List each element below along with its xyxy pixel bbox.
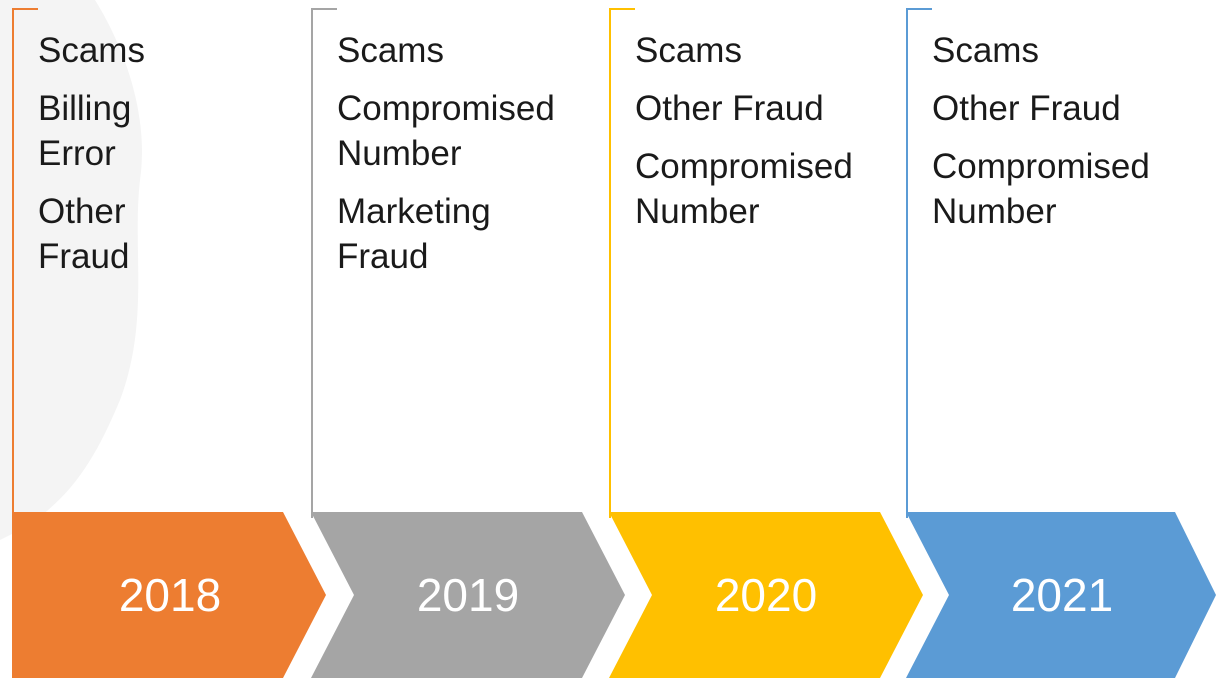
- column-tick: [906, 8, 932, 10]
- stage-column-2019: Scams Compromised Number Marketing Fraud: [311, 8, 555, 518]
- stage-item: Scams: [635, 31, 742, 70]
- chevron-2018: [12, 512, 326, 678]
- year-label-2020: 2020: [714, 569, 818, 621]
- year-label-2019: 2019: [416, 569, 520, 621]
- stage-item: Scams: [337, 31, 444, 70]
- stage-item: Scams: [38, 31, 145, 70]
- year-label-2018: 2018: [118, 569, 222, 621]
- chevron-2021: [906, 512, 1216, 678]
- column-tick: [12, 8, 38, 10]
- chevron-2020: [609, 512, 923, 678]
- stage-item: Compromised Number: [337, 89, 555, 173]
- chevron-row: [12, 512, 1216, 678]
- stage-item: Billing Error: [38, 89, 132, 173]
- stage-items-list: Scams Billing Error Other Fraud: [38, 28, 145, 292]
- stage-item: Marketing Fraud: [337, 192, 491, 276]
- stage-column-2021: Scams Other Fraud Compromised Number: [906, 8, 1150, 518]
- stage-items-list: Scams Other Fraud Compromised Number: [635, 28, 885, 247]
- year-label-2021: 2021: [1010, 569, 1114, 621]
- stage-item: Other Fraud: [38, 192, 130, 276]
- stage-items-list: Scams Other Fraud Compromised Number: [932, 28, 1182, 247]
- stage-item: Other Fraud: [932, 89, 1121, 128]
- stage-column-2018: Scams Billing Error Other Fraud: [12, 8, 145, 518]
- chevron-2019: [311, 512, 625, 678]
- column-tick: [609, 8, 635, 10]
- stage-item: Scams: [932, 31, 1039, 70]
- stage-item: Compromised Number: [932, 147, 1150, 231]
- stage-item: Compromised Number: [635, 147, 853, 231]
- stage-items-list: Scams Compromised Number Marketing Fraud: [337, 28, 587, 292]
- stage-item: Other Fraud: [635, 89, 824, 128]
- stage-column-2020: Scams Other Fraud Compromised Number: [609, 8, 853, 518]
- column-tick: [311, 8, 337, 10]
